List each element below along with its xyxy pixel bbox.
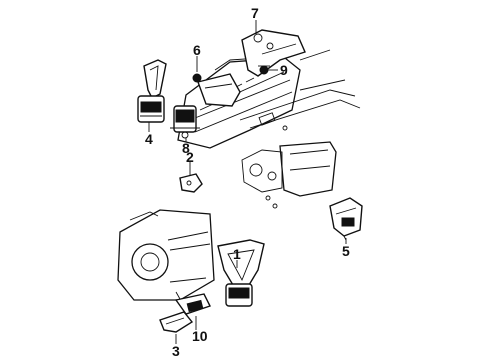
part-5-transmission-mount	[329, 197, 363, 241]
callout-4: 4	[145, 131, 153, 147]
lower-engine-block	[117, 209, 215, 307]
callout-6: 6	[193, 42, 201, 58]
part-7-top-bracket	[241, 29, 306, 77]
transmission-outline	[241, 141, 337, 209]
part-4-engine-mount	[137, 59, 167, 123]
callout-7: 7	[251, 5, 259, 21]
part-3-bracket	[159, 311, 194, 333]
part-9-bolt	[258, 65, 270, 75]
callout-1: 1	[233, 246, 241, 262]
callout-8: 8	[182, 140, 190, 156]
callout-10: 10	[192, 328, 208, 344]
part-6-upper-bracket	[192, 73, 241, 107]
callout-5: 5	[342, 243, 350, 259]
callout-2: 2	[186, 149, 194, 165]
callout-3: 3	[172, 343, 180, 359]
part-10-engine-mount	[174, 293, 211, 315]
part-2-bracket	[179, 173, 203, 193]
leader-lines	[148, 20, 347, 344]
callout-9: 9	[280, 62, 288, 78]
part-1-engine-mount	[217, 239, 265, 307]
part-8-engine-mount	[170, 105, 200, 139]
